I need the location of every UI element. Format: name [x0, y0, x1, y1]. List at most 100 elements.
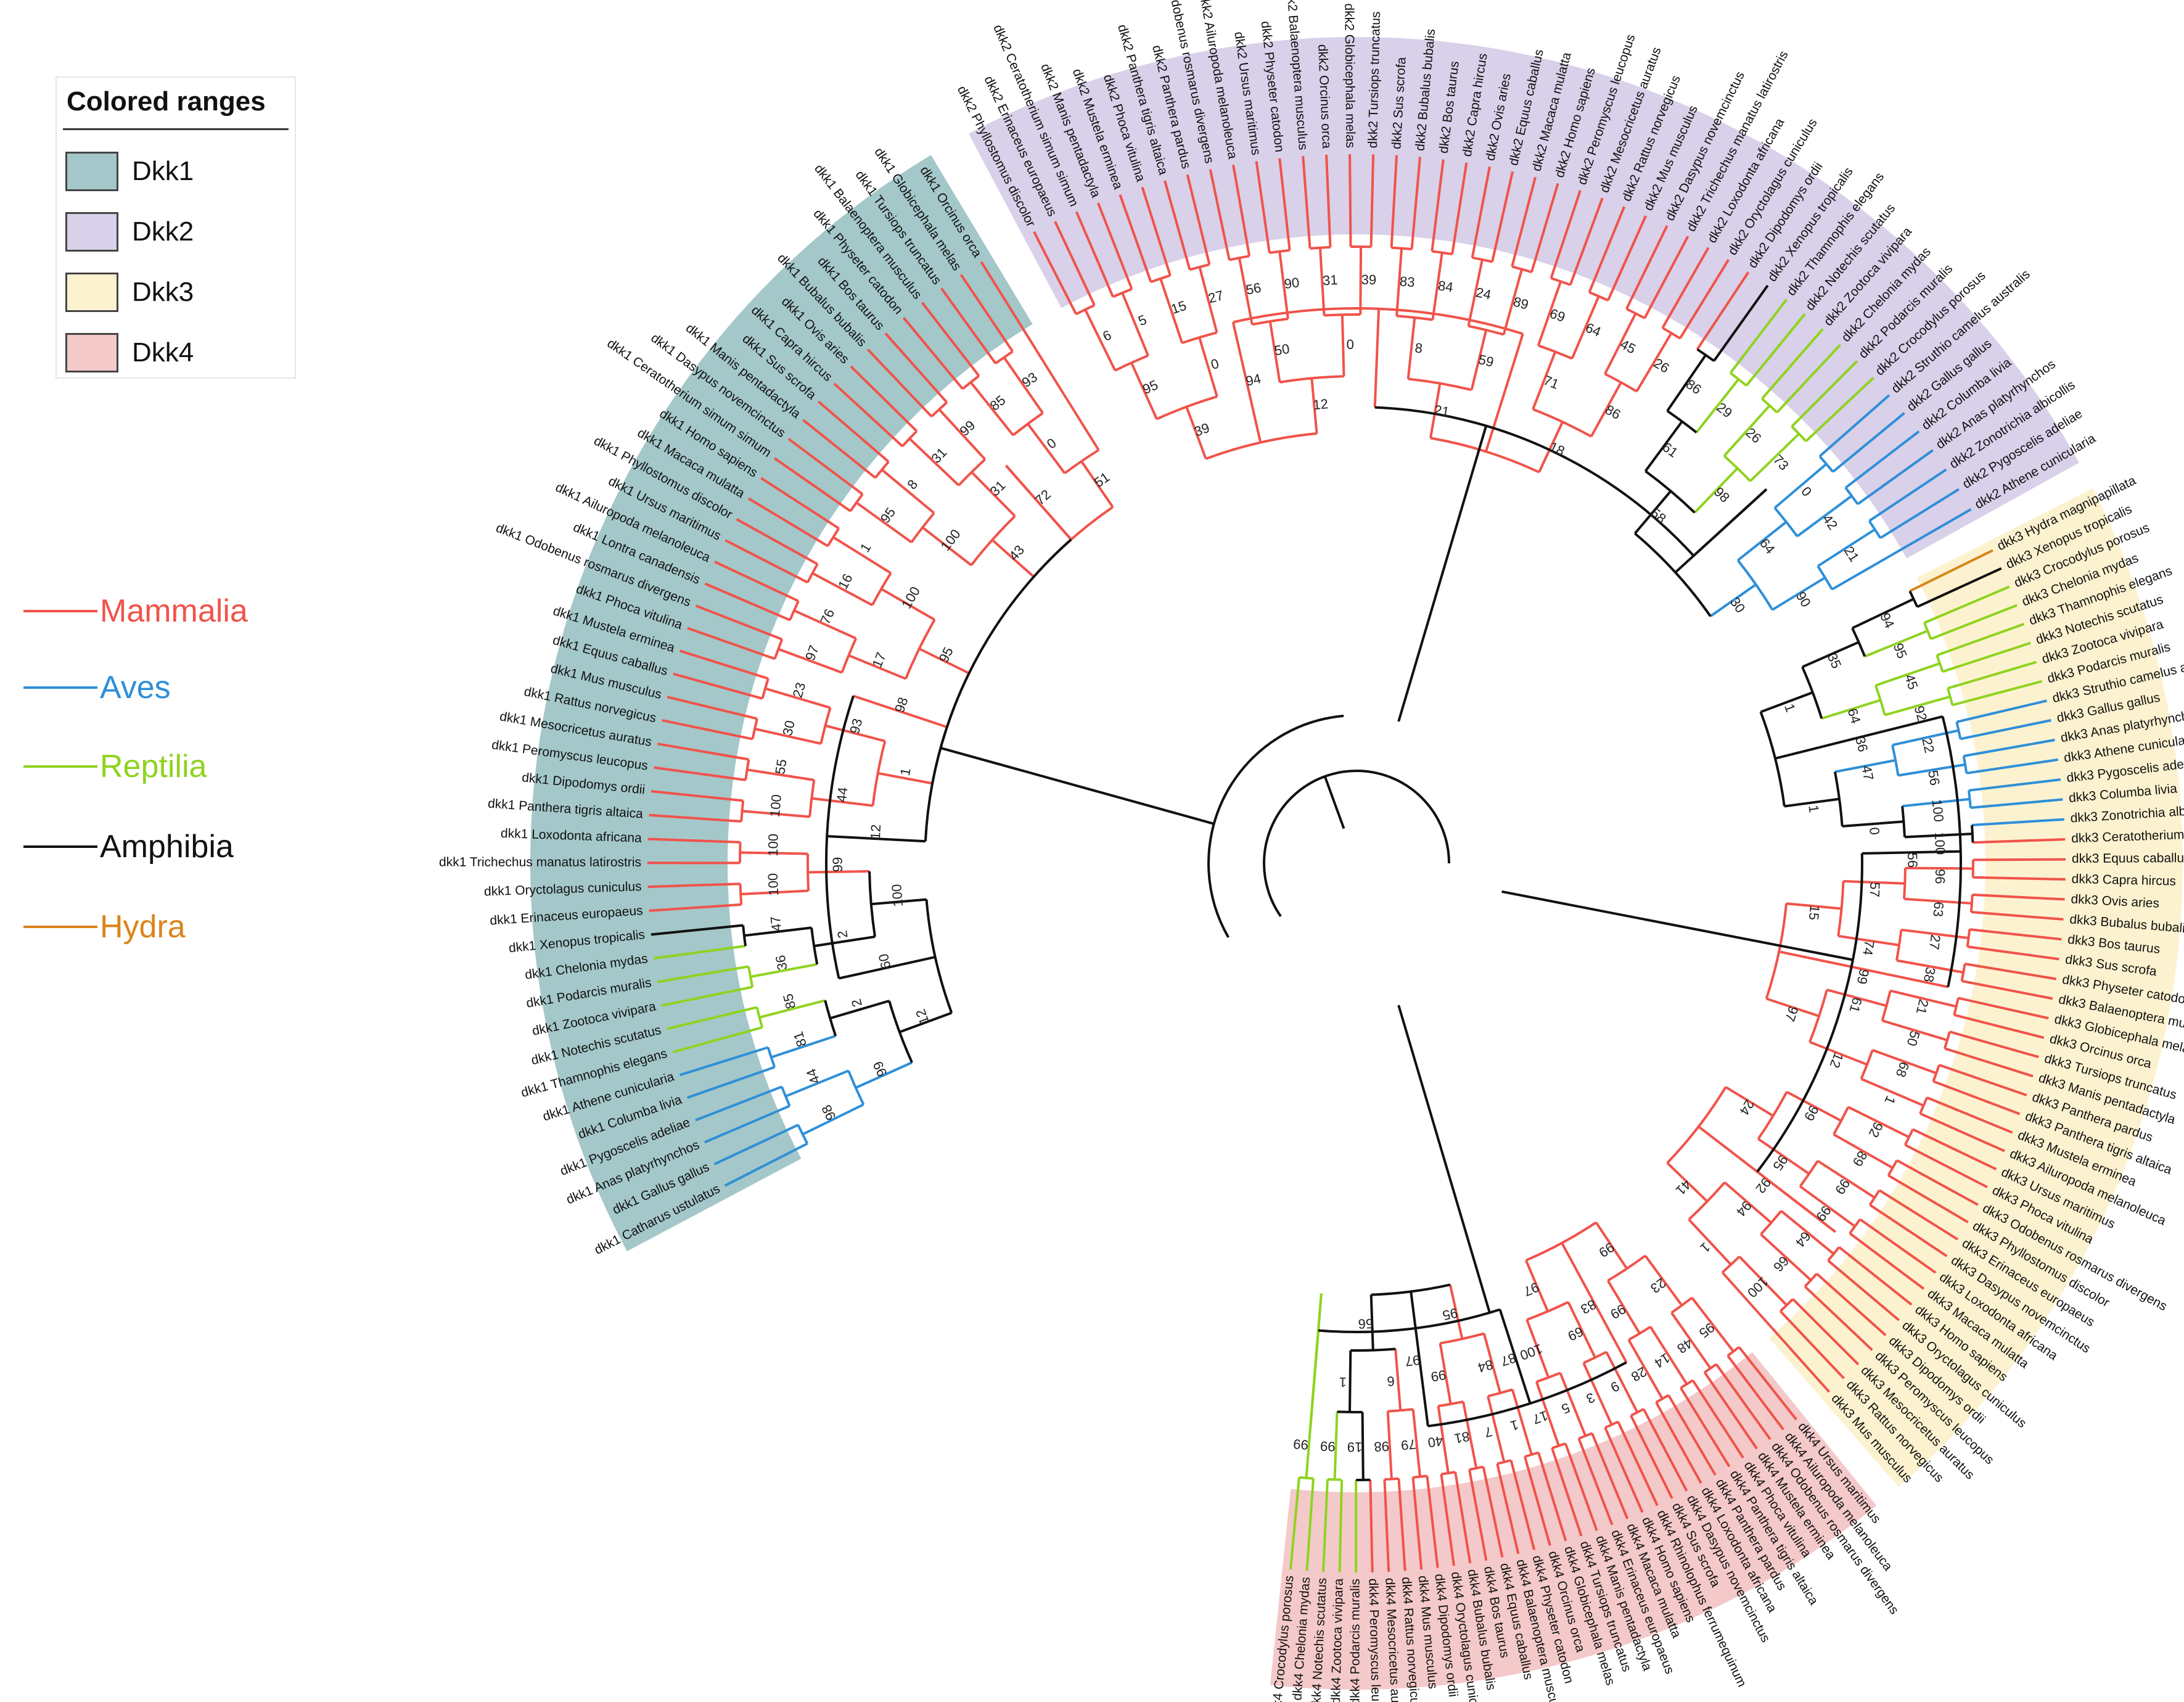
internal-branch [1604, 313, 1637, 375]
bootstrap-label: 81 [1453, 1429, 1471, 1447]
bootstrap-label: 99 [1292, 1436, 1308, 1453]
clade-arc [1962, 755, 1968, 774]
leaf-branch [1849, 1232, 1925, 1290]
bootstrap-label: 31 [987, 477, 1009, 499]
clade-arc [739, 884, 743, 905]
bootstrap-label: 40 [1427, 1433, 1444, 1450]
leaf-branch [1949, 1030, 2039, 1059]
bootstrap-label: 100 [765, 873, 782, 896]
internal-branch [839, 955, 936, 980]
clade-arc [1525, 1221, 1597, 1262]
internal-branch [1821, 699, 1881, 720]
clade-stem-dkk4 [1397, 1005, 1491, 1314]
leaf-branch [1468, 1469, 1488, 1561]
clade-stem-dkk1 [940, 746, 1215, 825]
clade-arc [781, 1086, 791, 1107]
clade-arc [1524, 1451, 1539, 1458]
leaf-branch [1491, 171, 1514, 262]
leaf-branch [1926, 1096, 2013, 1134]
leaf-branch [1745, 313, 1806, 387]
leaf-branch [1454, 1471, 1472, 1564]
bootstrap-label: 30 [779, 719, 798, 737]
leaf-branch [1591, 1433, 1629, 1519]
leaf-branch [1369, 1479, 1374, 1572]
leaf-branch [1451, 162, 1468, 255]
bootstrap-label: 35 [1825, 651, 1845, 670]
bootstrap-label: 43 [1006, 542, 1027, 564]
bootstrap-label: 99 [1430, 1367, 1447, 1385]
bootstrap-label: 8 [1414, 340, 1423, 356]
leaf-branch [1530, 183, 1559, 273]
leaf-branch [725, 539, 808, 584]
leaf-branch [1964, 963, 2056, 980]
leaf-branch [1604, 1427, 1644, 1513]
bootstrap-label: 56 [1905, 852, 1920, 868]
bootstrap-label: 5 [1559, 1400, 1572, 1417]
leaf-branch [1255, 161, 1271, 253]
leaf-branch [686, 1066, 775, 1099]
leaf-branch [1968, 778, 2061, 792]
bootstrap-label: 50 [1273, 341, 1291, 359]
internal-branch [881, 588, 935, 621]
clade-arc [1430, 437, 1540, 474]
leaf-label: dkk4 Podarcis muralis [1349, 1579, 1363, 1702]
bootstrap-label: 94 [1877, 610, 1897, 631]
internal-branch [1502, 269, 1524, 335]
leaf-branch [714, 561, 799, 602]
bootstrap-label: 12 [868, 824, 884, 840]
bootstrap-label: 86 [1603, 401, 1623, 422]
bootstrap-label: 73 [1770, 452, 1792, 474]
bootstrap-label: 57 [1867, 882, 1883, 897]
internal-branch [1498, 1309, 1532, 1404]
internal-branch [855, 501, 913, 544]
bootstrap-label: 100 [1518, 1341, 1545, 1363]
internal-branch [1773, 462, 1828, 509]
clade-arc [1432, 250, 1453, 256]
internal-branch [1890, 989, 1957, 1008]
internal-branch [1198, 266, 1218, 333]
clade-arc [1666, 1086, 1727, 1164]
bootstrap-label: 1 [1805, 804, 1821, 813]
internal-branch [1333, 1412, 1339, 1480]
bootstrap-label: 90 [1793, 589, 1814, 610]
leaf-branch [667, 696, 758, 720]
internal-branch [1595, 1222, 1628, 1270]
leaf-branch [1791, 360, 1858, 428]
bootstrap-label: 56 [1358, 1316, 1373, 1332]
bootstrap-label: 1 [1881, 1093, 1899, 1106]
internal-branch [1065, 397, 1100, 451]
internal-branch [811, 572, 873, 607]
internal-branch [1605, 1351, 1639, 1413]
clade-arc [1496, 1459, 1512, 1465]
clade-arc [840, 638, 858, 673]
clade-arc [1919, 1097, 1928, 1114]
clade-arc [747, 966, 754, 987]
internal-branch [1340, 314, 1345, 377]
clade-arc [1969, 894, 1974, 913]
clade-arc [1150, 274, 1171, 284]
leaf-branch [1322, 1479, 1329, 1572]
leaf-branch [667, 1006, 758, 1030]
leaf-branch [1715, 1363, 1771, 1441]
internal-branch [1737, 520, 1788, 562]
internal-branch [1448, 1284, 1464, 1339]
internal-branch [1666, 1162, 1709, 1202]
bootstrap-label: 89 [1850, 1148, 1871, 1169]
clade-arc [808, 779, 816, 817]
internal-branch [1691, 1297, 1734, 1352]
clade-arc [1759, 711, 1786, 807]
leaf-branch [1551, 1447, 1583, 1537]
internal-branch [1644, 1255, 1683, 1306]
internal-branch [778, 648, 843, 674]
bootstrap-label: 98 [1374, 1439, 1390, 1455]
leaf-branch [1726, 1355, 1784, 1431]
internal-branch [921, 526, 972, 567]
clade-arc [1588, 291, 1609, 302]
internal-branch [1831, 554, 1892, 591]
internal-branch [824, 724, 885, 742]
bootstrap-label: 66 [1770, 1253, 1792, 1275]
range-sector-dkk2 [968, 36, 2079, 559]
leaf-branch [1305, 1478, 1315, 1571]
clade-arc [1817, 565, 1833, 590]
